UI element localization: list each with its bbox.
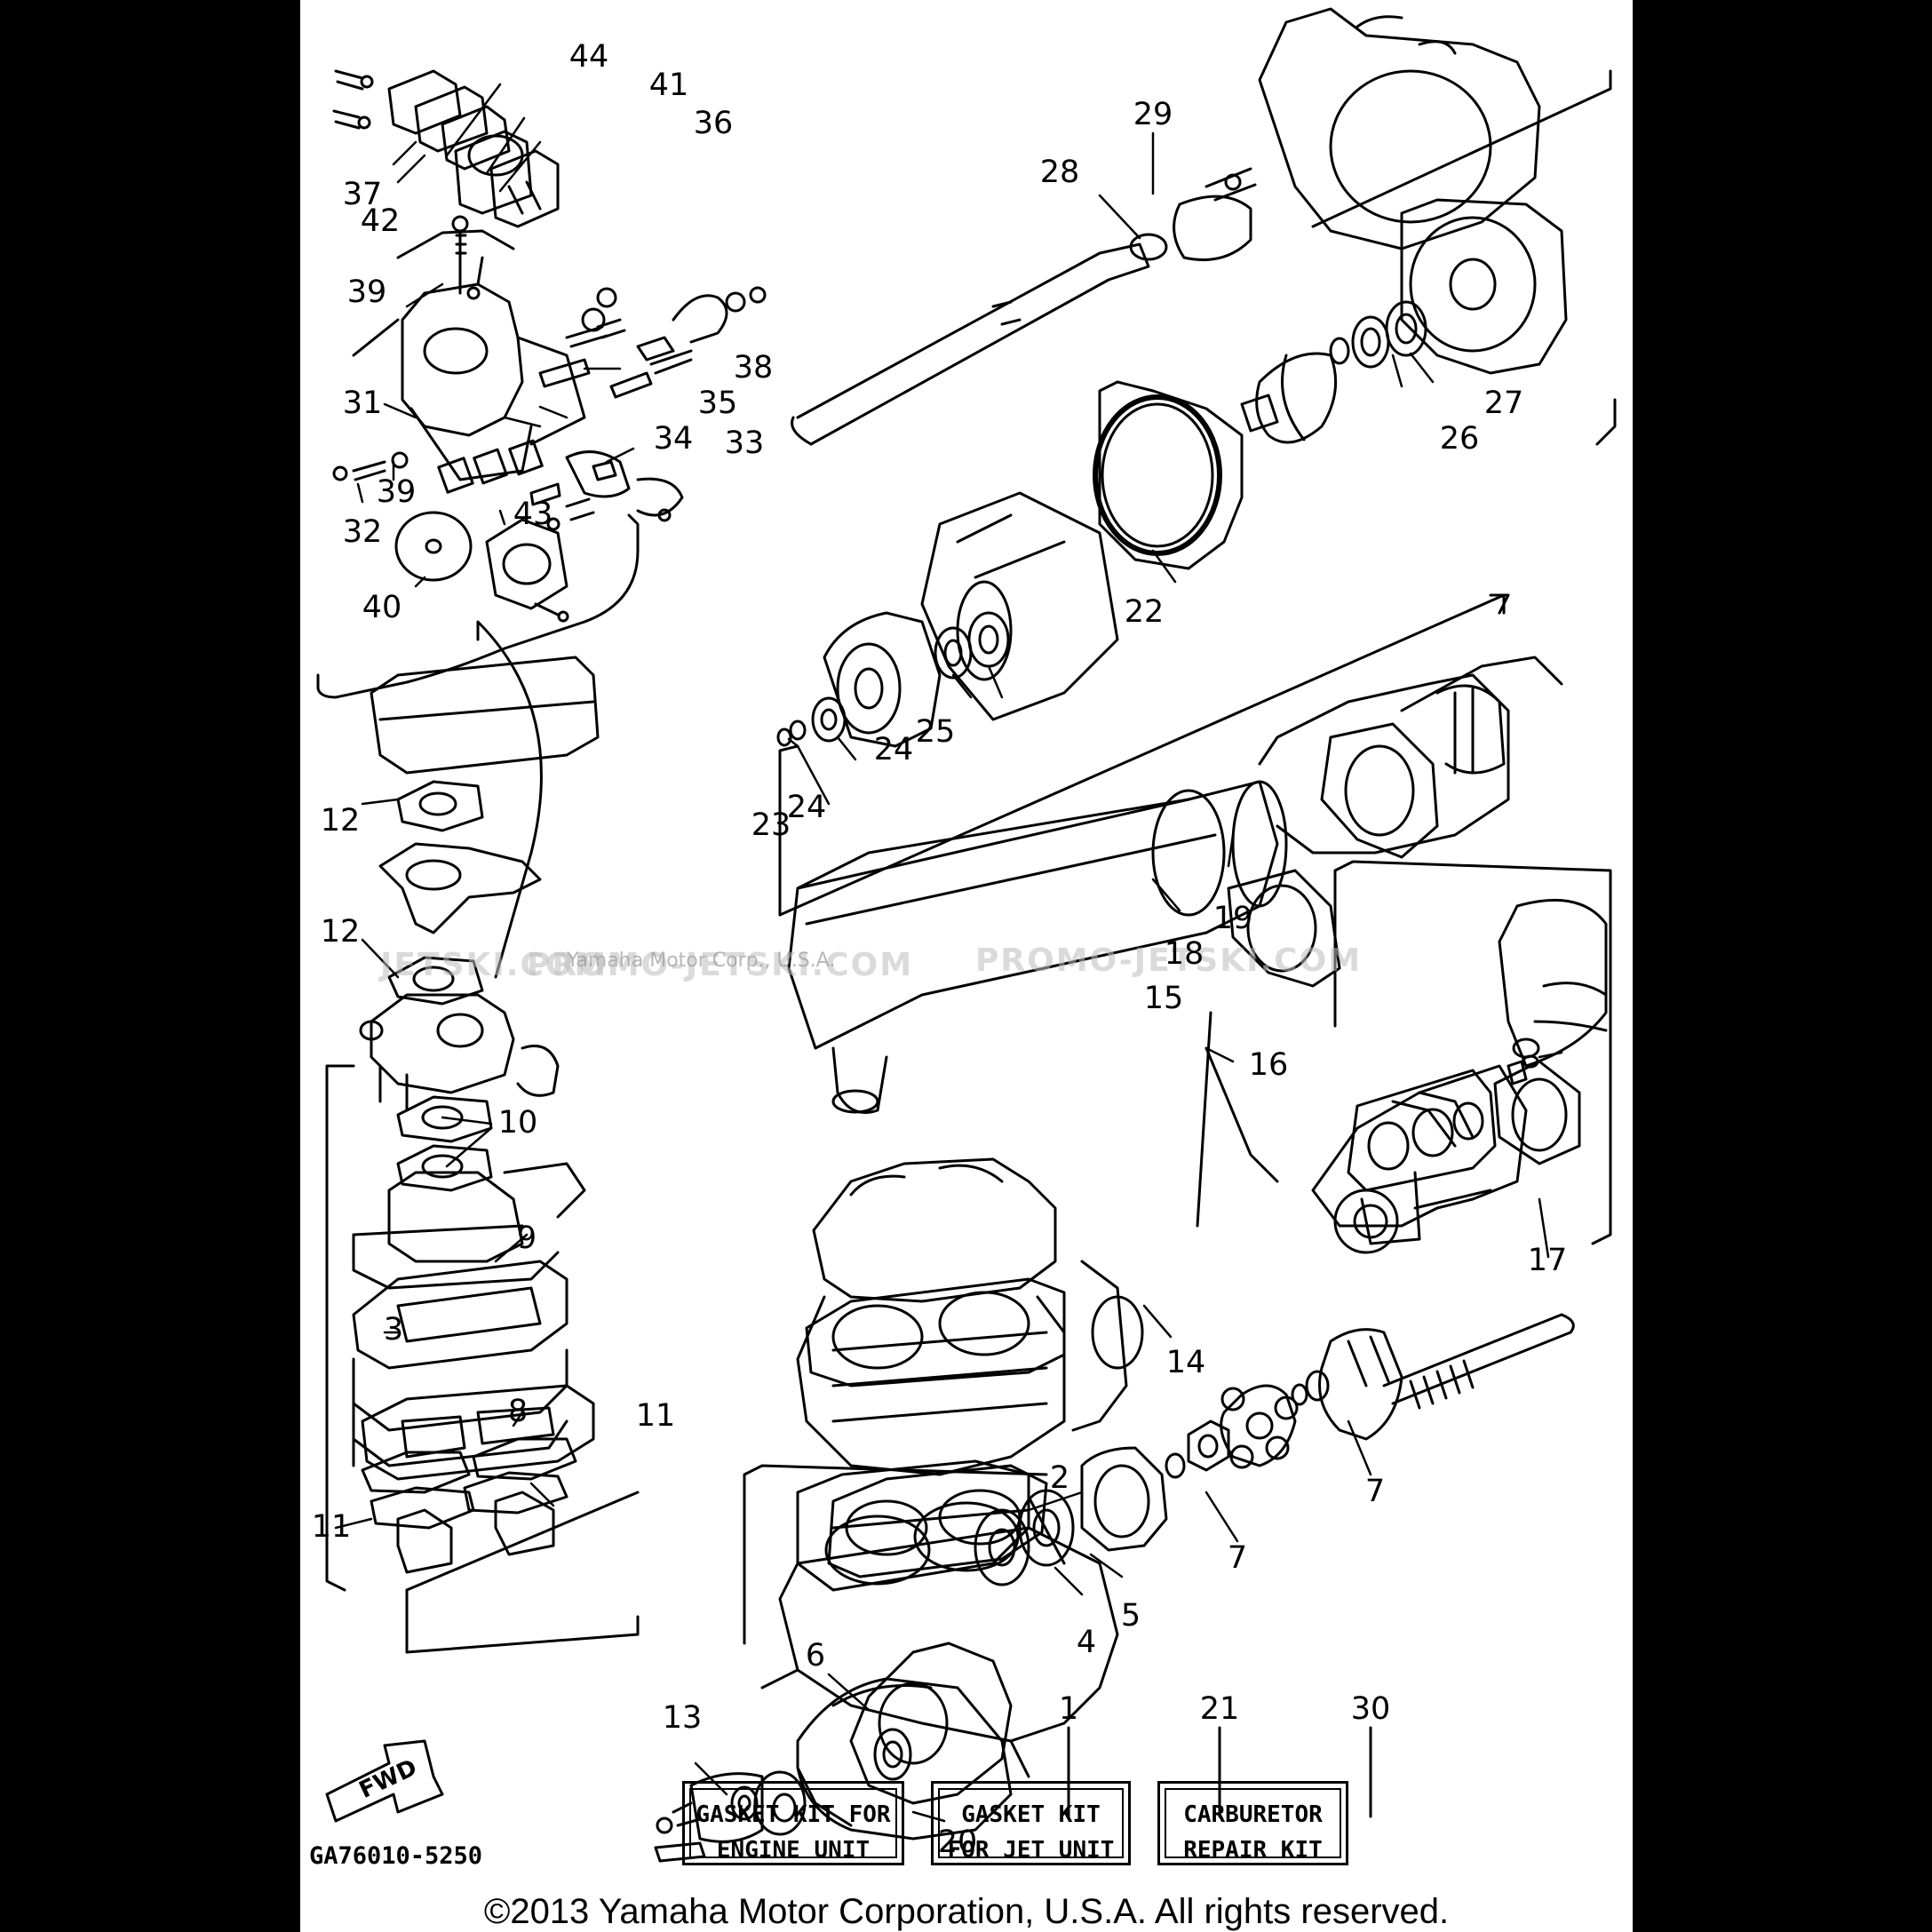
kit-leader-lines: [1067, 1726, 1372, 1818]
forward-arrow: [325, 1739, 444, 1823]
drive-coupling-assembly: [974, 1313, 1575, 1586]
callout-number: 4: [1077, 1625, 1096, 1660]
kit-number-engine: 1: [1059, 1691, 1078, 1727]
callout-number: 16: [1249, 1047, 1289, 1083]
intake-assembly: [325, 620, 640, 1654]
callout-number: 29: [1133, 97, 1173, 132]
callout-number: 6: [806, 1638, 825, 1674]
callout-number: 11: [312, 1509, 352, 1545]
kit-engine-line2: ENGINE UNIT: [716, 1837, 871, 1864]
callout-number: 8: [508, 1394, 528, 1429]
callout-number: 32: [343, 514, 383, 550]
callout-number: 25: [916, 714, 956, 750]
callout-number: 24: [787, 790, 827, 825]
callout-number: 24: [874, 732, 914, 767]
callout-number: 15: [1144, 981, 1184, 1016]
kit-box-carb: CARBURETOR REPAIR KIT: [1157, 1781, 1348, 1865]
callout-number: 5: [1121, 1598, 1141, 1634]
callout-number: 42: [361, 203, 401, 239]
watermark-group: JETSKI.COM PROMO-JETSKI.COM PROMO-JETSKI…: [378, 942, 1362, 983]
kit-jet-line2: FOR JET UNIT: [947, 1837, 1115, 1864]
callout-number: 7: [1228, 1540, 1247, 1576]
parts-diagram-sheet: JETSKI.COM PROMO-JETSKI.COM PROMO-JETSKI…: [300, 0, 1633, 1932]
callout-number: 11: [636, 1398, 676, 1434]
callout-number: 39: [377, 474, 417, 510]
callout-number: 31: [343, 386, 383, 421]
jet-pump-assembly: [776, 7, 1617, 917]
callout-number: 33: [725, 425, 765, 461]
callout-number: 14: [1166, 1345, 1206, 1380]
kit-number-jet: 21: [1200, 1691, 1240, 1727]
callout-number: 34: [654, 421, 694, 457]
copyright-notice: ©2013 Yamaha Motor Corporation, U.S.A. A…: [483, 1892, 1450, 1931]
kit-carb-line2: REPAIR KIT: [1183, 1837, 1323, 1864]
carburetor-inset: [316, 69, 767, 699]
callout-number: 10: [498, 1105, 538, 1141]
callout-number: 9: [517, 1220, 537, 1256]
kit-box-jet: GASKET KIT FOR JET UNIT: [931, 1781, 1131, 1865]
callout-number: 18: [1165, 936, 1205, 972]
kit-engine-line1: GASKET KIT FOR: [696, 1801, 891, 1828]
watermark-center: PROMO-JETSKI.COM: [527, 947, 913, 983]
watermark-small: Yamaha Motor Corp., U.S.A.: [566, 950, 835, 972]
callout-number: 28: [1040, 155, 1080, 190]
kit-carb-line1: CARBURETOR: [1183, 1801, 1323, 1828]
callout-number: 22: [1125, 594, 1165, 630]
kit-number-carb: 30: [1351, 1691, 1391, 1727]
callout-number: 17: [1528, 1243, 1568, 1278]
callout-number: 37: [343, 177, 383, 212]
callout-number: 3: [384, 1312, 403, 1348]
callout-number: 7: [1365, 1474, 1385, 1509]
callout-number: 26: [1440, 421, 1480, 457]
callout-number: 27: [1484, 386, 1524, 421]
callout-number: 41: [649, 68, 689, 103]
callout-number: 12: [321, 914, 361, 950]
callout-number: 40: [362, 590, 402, 625]
callout-number: 13: [663, 1700, 703, 1736]
kit-box-engine: GASKET KIT FOR ENGINE UNIT: [682, 1781, 904, 1865]
exploded-parts-drawing: JETSKI.COM PROMO-JETSKI.COM PROMO-JETSKI…: [309, 7, 1617, 1870]
drawing-code: GA76010-5250: [309, 1842, 482, 1870]
callout-number: 20: [938, 1825, 978, 1860]
callout-number: 12: [321, 803, 361, 839]
callout-number: 39: [347, 274, 387, 310]
callout-number: 35: [698, 386, 738, 421]
engine-assembly: [654, 656, 1612, 1863]
watermark-right: PROMO-JETSKI.COM: [975, 942, 1362, 979]
callout-number: 23: [751, 807, 791, 843]
callout-number: 36: [694, 106, 734, 141]
watermark-left: JETSKI.COM: [378, 947, 608, 983]
kit-jet-line1: GASKET KIT: [961, 1801, 1101, 1828]
callout-number: 38: [734, 350, 774, 386]
callout-number: 19: [1213, 901, 1253, 936]
callout-number: 2: [1050, 1460, 1069, 1496]
callout-number: 44: [569, 39, 609, 75]
callout-number: 43: [513, 497, 553, 532]
